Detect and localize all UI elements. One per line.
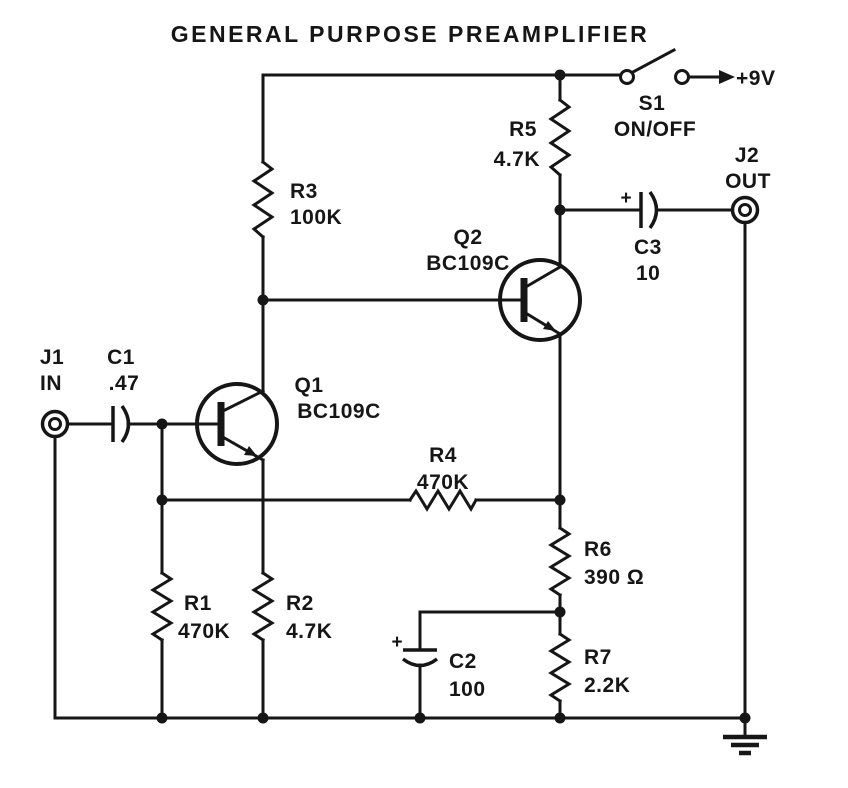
transistor-q1-emitter-lead	[218, 433, 266, 463]
resistor-r3: R3 100K	[251, 159, 342, 240]
capacitor-c2-polarity-label: +	[391, 632, 402, 653]
capacitor-c1-ref-label: C1	[107, 346, 135, 369]
switch-s1: S1 ON/OFF	[614, 47, 696, 141]
transistor-q1-symbol	[195, 382, 279, 466]
resistor-r1-symbol	[150, 570, 174, 643]
wire-net	[53, 73, 747, 736]
transistor-q2-part-label: BC109C	[426, 252, 510, 275]
junction-dot	[156, 418, 168, 430]
jack-j2-inner-ring	[738, 203, 752, 217]
jack-j2-label: OUT	[725, 170, 771, 193]
resistor-r5: R5 4.7K	[494, 97, 572, 178]
resistor-r3-symbol	[251, 159, 275, 240]
capacitor-c3-polarity-label: +	[620, 188, 631, 209]
capacitor-c1: C1 .47	[107, 346, 140, 444]
junction-dot	[156, 712, 168, 724]
resistor-r2-ref-label: R2	[286, 592, 314, 615]
supply-arrow-icon	[719, 70, 735, 84]
transistor-q2-collector-lead	[521, 264, 563, 291]
junction-dot	[554, 69, 566, 81]
capacitor-c2: + C2 100	[391, 632, 485, 701]
resistor-r7-value-label: 2.2K	[584, 674, 630, 697]
capacitor-c3-value-label: 10	[636, 262, 660, 285]
resistor-r2: R2 4.7K	[251, 570, 332, 643]
resistor-r7: R7 2.2K	[548, 631, 630, 704]
resistor-r6-ref-label: R6	[584, 538, 612, 561]
junction-dots	[156, 69, 751, 724]
junction-dot	[156, 494, 168, 506]
transistor-q1-collector-lead	[218, 388, 266, 415]
resistor-r6-value-label: 390 Ω	[584, 566, 644, 589]
resistor-r5-symbol	[548, 97, 572, 178]
supply-rail: +9V	[719, 67, 775, 90]
jack-j1-label: IN	[40, 372, 62, 395]
transistor-q1-ref-label: Q1	[294, 374, 323, 397]
resistor-r4-symbol	[407, 488, 479, 512]
resistor-r5-value-label: 4.7K	[494, 148, 540, 171]
resistor-r4: R4 470K	[407, 444, 479, 512]
junction-dot	[414, 712, 426, 724]
resistor-r6: R6 390 Ω	[548, 525, 644, 598]
transistor-q2-ref-label: Q2	[453, 226, 482, 249]
junction-dot	[554, 606, 566, 618]
junction-dot	[554, 494, 566, 506]
junction-dot	[257, 712, 269, 724]
resistor-r3-value-label: 100K	[290, 206, 342, 229]
switch-s1-label: ON/OFF	[614, 118, 696, 141]
capacitor-c2-value-label: 100	[449, 678, 486, 701]
switch-s1-ref-label: S1	[639, 92, 666, 115]
resistor-r3-ref-label: R3	[290, 180, 318, 203]
switch-s1-lever	[630, 47, 677, 75]
resistor-r7-ref-label: R7	[584, 646, 612, 669]
transistor-q1-part-label: BC109C	[297, 400, 381, 423]
transistor-q2-emitter-arrow-icon	[543, 321, 556, 331]
junction-dot	[554, 204, 566, 216]
capacitor-c2-ref-label: C2	[449, 650, 477, 673]
resistor-r2-symbol	[251, 570, 275, 643]
transistor-q2-symbol	[498, 258, 582, 342]
jack-j1-ref-label: J1	[40, 346, 64, 369]
resistor-r1: R1 470K	[150, 570, 230, 643]
resistor-r6-symbol	[548, 525, 572, 598]
junction-dot	[554, 712, 566, 724]
resistor-r7-symbol	[548, 631, 572, 704]
capacitor-c2-curved-plate	[401, 657, 439, 668]
schematic-title: GENERAL PURPOSE PREAMPLIFIER	[171, 21, 650, 47]
jack-j2-ref-label: J2	[735, 144, 759, 167]
capacitor-c1-value-label: .47	[109, 372, 140, 395]
jack-j2: J2 OUT	[725, 144, 771, 225]
transistor-q2: Q2 BC109C	[426, 226, 582, 342]
ground-icon	[723, 734, 767, 756]
capacitor-c1-curved-plate	[120, 404, 131, 444]
switch-s1-right-contact	[674, 69, 690, 85]
jack-j1: J1 IN	[40, 346, 70, 439]
supply-voltage-label: +9V	[736, 67, 775, 90]
resistor-r4-ref-label: R4	[429, 444, 457, 467]
capacitor-c3: + C3 10	[620, 188, 661, 285]
transistor-q1: Q1 BC109C	[195, 374, 381, 466]
capacitor-c3-curved-plate	[648, 190, 659, 230]
resistor-r5-ref-label: R5	[509, 118, 537, 141]
capacitor-c3-ref-label: C3	[634, 236, 662, 259]
transistor-q1-emitter-arrow-icon	[244, 446, 257, 456]
junction-dot	[739, 712, 751, 724]
junction-dot	[257, 294, 269, 306]
resistor-r4-value-label: 470K	[417, 471, 469, 494]
resistor-r1-ref-label: R1	[184, 592, 212, 615]
resistor-r2-value-label: 4.7K	[286, 620, 332, 643]
jack-j1-inner-ring	[48, 417, 62, 431]
resistor-r1-value-label: 470K	[178, 620, 230, 643]
switch-s1-left-contact	[619, 69, 635, 85]
